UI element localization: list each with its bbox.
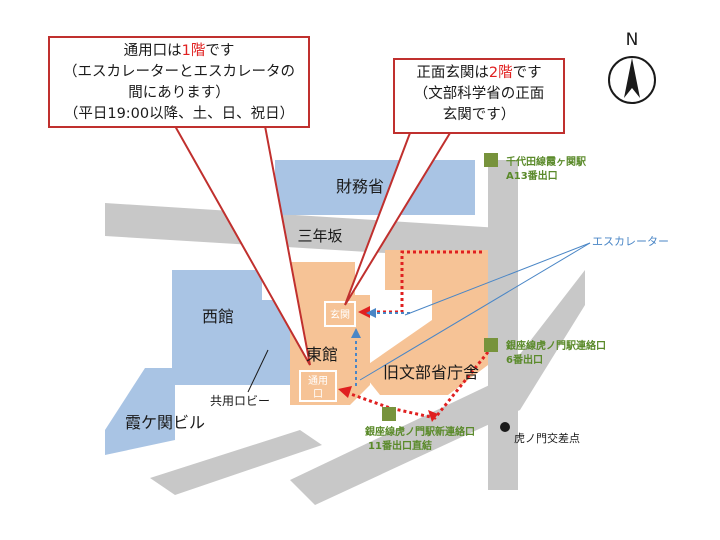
callout-left-line4: （平日19:00以降、土、日、祝日）	[63, 106, 295, 122]
callout-left-line2: （エスカレーターとエスカレータの	[63, 64, 295, 80]
escalator-leader-2	[359, 242, 591, 381]
label-exit6-line1: 銀座線虎ノ門駅連絡口	[506, 339, 606, 352]
callout-right-line3: 玄関です）	[442, 107, 516, 123]
compass-label: N	[626, 30, 639, 50]
label-exit11-line1: 銀座線虎ノ門駅新連絡口	[365, 425, 475, 438]
label-exit11-line2: 11番出口直結	[368, 439, 432, 452]
callout-right-line2: （文部科学省の正面	[413, 86, 545, 102]
label-sannenzaka: 三年坂	[297, 227, 342, 245]
escalator-leader-1	[404, 242, 591, 316]
road-diagonal-south	[290, 270, 585, 505]
label-exit6-line2: 6番出口	[506, 353, 543, 366]
tsuyoguchi-box	[299, 370, 337, 402]
escalator-arrowhead-1f	[351, 328, 361, 338]
toranomon-crossing-dot	[500, 422, 510, 432]
building-zaimusho	[275, 160, 475, 215]
roads	[105, 160, 585, 505]
building-nishikan	[172, 270, 295, 385]
route-arrowhead-genkan	[358, 306, 370, 318]
callout-right-floor: 2階	[488, 65, 513, 81]
callout-genkan: 正面玄関は2階です （文部科学省の正面 玄関です）	[393, 58, 565, 134]
label-chiyoda-line2: A13番出口	[506, 169, 558, 182]
callout-tsuyoguchi: 通用口は1階です （エスカレーターとエスカレータの 間にあります） （平日19:…	[48, 36, 310, 128]
label-escalator: エスカレーター	[592, 235, 669, 248]
label-kasumigaseki-bldg: 霞ケ関ビル	[125, 413, 205, 432]
road-southwest	[150, 430, 322, 495]
label-kyoyo-lobby: 共用ロビー	[210, 394, 270, 408]
station-marker-exit11	[382, 407, 396, 421]
callout-left-line3: 間にあります）	[128, 85, 230, 101]
route-to-tsuyoguchi	[344, 351, 490, 420]
escalator-arrowhead-2f	[366, 308, 376, 318]
callout-right-line1: 正面玄関は2階です	[416, 65, 542, 81]
station-marker-a13	[484, 153, 498, 167]
route-arrowhead-tsuyoguchi-right	[428, 410, 438, 422]
road-sannenzaka	[105, 203, 500, 260]
callout-left-floor: 1階	[181, 43, 206, 59]
label-genkan: 玄関	[330, 308, 350, 321]
route-arrowhead-tsuyoguchi-left	[338, 386, 352, 398]
label-chiyoda-line1: 千代田線霞ヶ関駅	[506, 155, 587, 168]
label-nishikan: 西館	[202, 307, 234, 326]
callout-left-line1: 通用口は1階です	[123, 43, 235, 59]
label-zaimusho: 財務省	[336, 177, 384, 196]
genkan-box	[324, 301, 356, 327]
north-compass-icon: N	[608, 30, 656, 104]
station-marker-exit6	[484, 338, 498, 352]
label-kyumonbusho: 旧文部省庁舎	[383, 363, 479, 382]
label-tsuyoguchi-1: 通用	[308, 375, 328, 387]
building-kyumonbusho	[360, 250, 488, 395]
building-kasumigaseki	[105, 368, 175, 455]
kyoyo-lobby-leader	[247, 349, 269, 393]
label-higashikan: 東館	[306, 345, 338, 364]
label-tsuyoguchi-2: 口	[313, 389, 323, 400]
label-toranomon-crossing: 虎ノ門交差点	[514, 431, 580, 445]
